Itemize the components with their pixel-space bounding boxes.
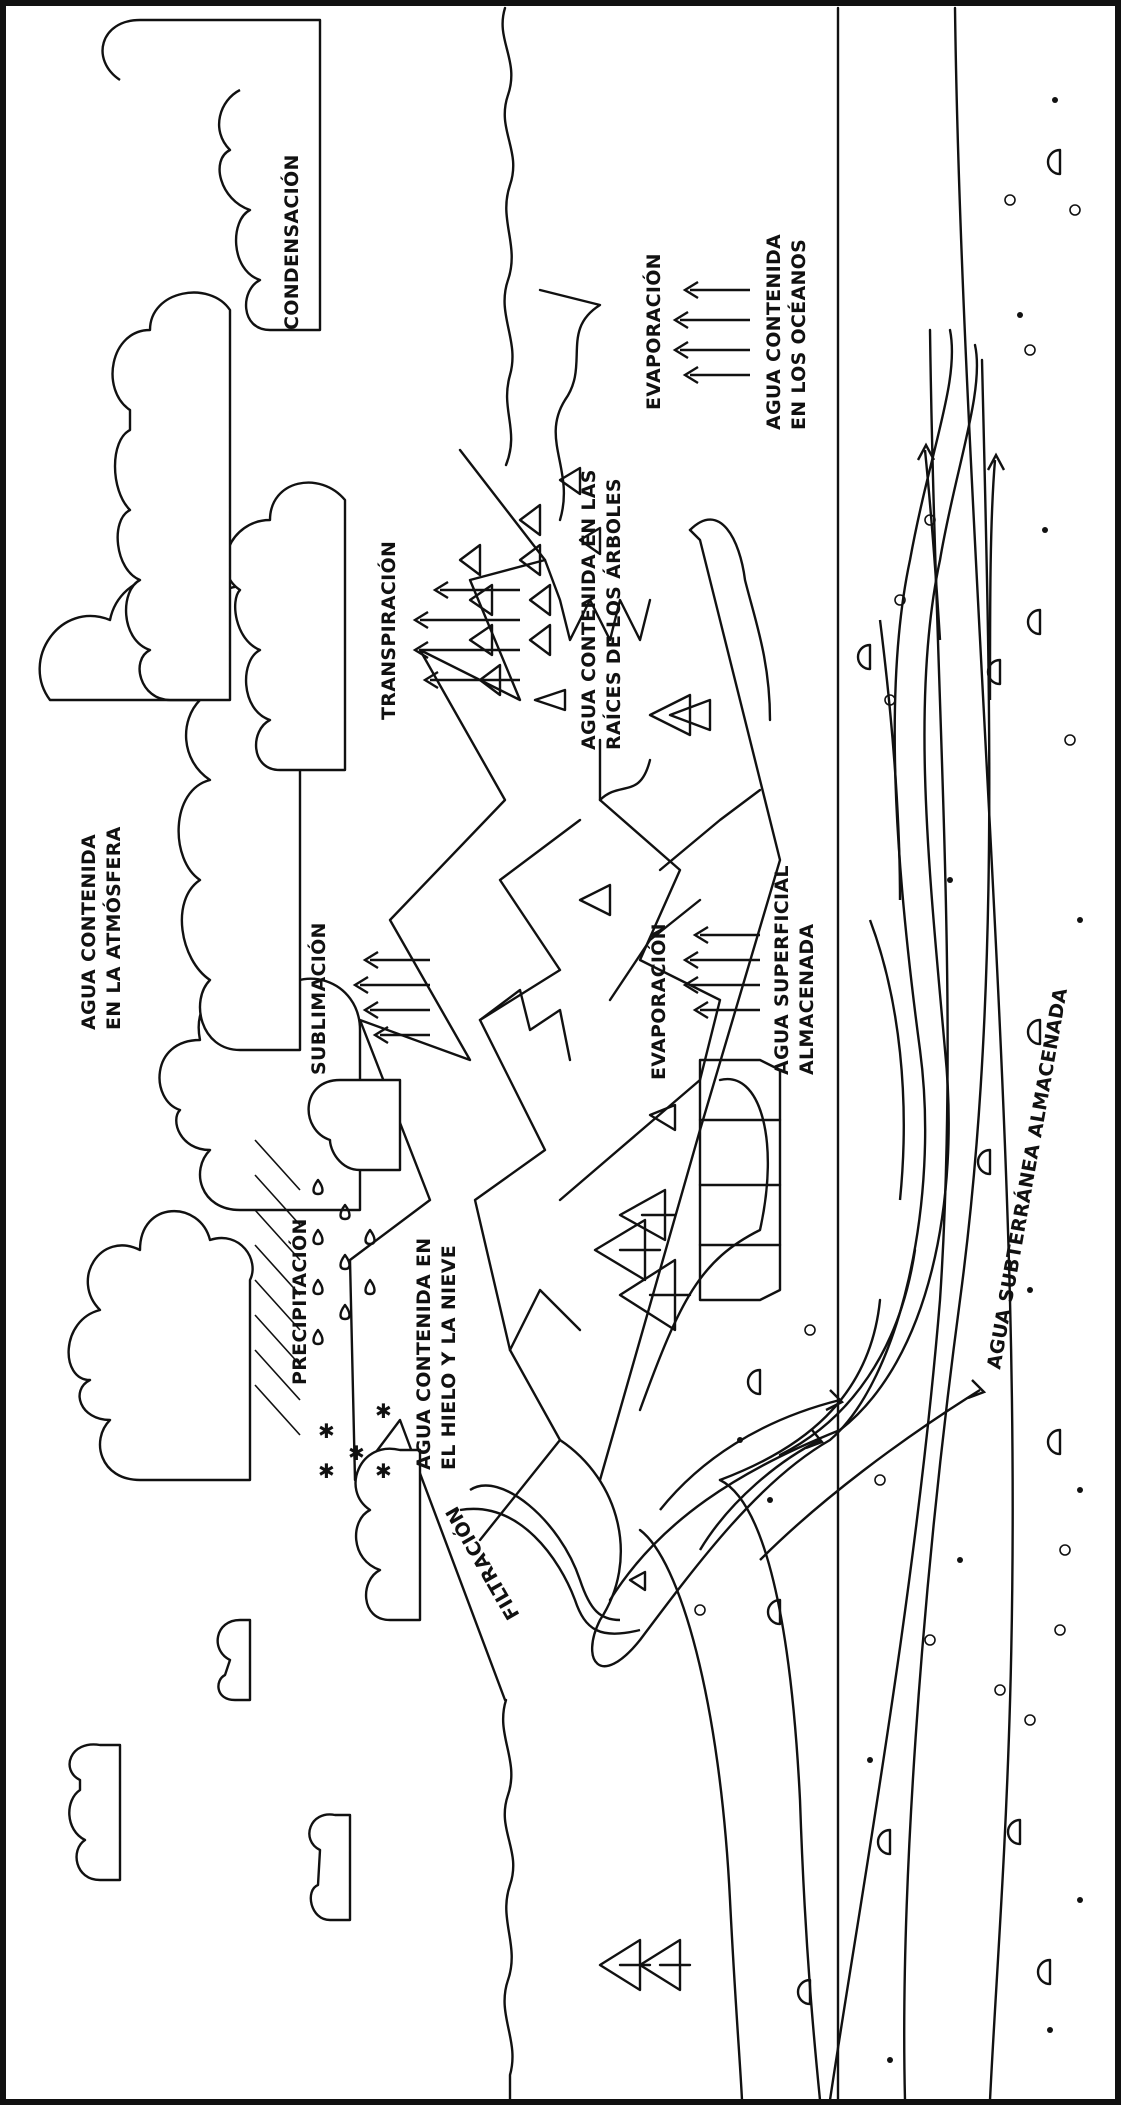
ocean-evaporation-arrows (672, 280, 750, 385)
label-evaporacion-superficial: EVAPORACIÓN (646, 923, 670, 1080)
rain-lines (254, 1139, 301, 1436)
svg-text:✱: ✱ (375, 1399, 392, 1423)
label-agua-superficial-line1: AGUA SUPERFICIAL (771, 865, 793, 1075)
label-agua-superficial-line2: ALMACENADA (796, 924, 818, 1075)
label-agua-hielo-line1: AGUA CONTENIDA EN (413, 1238, 435, 1470)
label-agua-arboles-line2: RAÍCES DE LOS ÁRBOLES (602, 478, 625, 750)
soil-texture (694, 97, 1083, 2063)
raindrops (312, 1178, 376, 1346)
label-agua-oceanos-line2: EN LOS OCÉANOS (787, 239, 810, 430)
reservoir (608, 788, 782, 1302)
snowflakes: ✱ ✱ ✱ ✱ ✱ (318, 1399, 392, 1483)
surface-evaporation-arrows (682, 925, 760, 1020)
svg-text:✱: ✱ (348, 1441, 365, 1465)
rivers (558, 328, 979, 1668)
filtration-flow (459, 1484, 641, 1635)
wavy-horizon (501, 6, 515, 2102)
clouds (38, 18, 422, 1922)
label-transpiracion: TRANSPIRACIÓN (376, 541, 400, 720)
svg-text:✱: ✱ (375, 1459, 392, 1483)
label-agua-hielo-line2: EL HIELO Y LA NIEVE (438, 1245, 460, 1470)
label-sublimacion: SUBLIMACIÓN (306, 922, 330, 1075)
svg-text:✱: ✱ (318, 1419, 335, 1443)
label-agua-atmosfera-line1: AGUA CONTENIDA (78, 834, 100, 1030)
sublimation-arrows (352, 950, 430, 1045)
label-evaporacion-oceano: EVAPORACIÓN (641, 253, 665, 410)
label-precipitacion: PRECIPITACIÓN (287, 1218, 311, 1385)
groundwater-arrows (659, 442, 1006, 1561)
transpiration-arrows (412, 580, 520, 690)
forest (458, 466, 602, 697)
label-agua-oceanos-line1: AGUA CONTENIDA (763, 234, 785, 430)
label-agua-arboles-line1: AGUA CONTENIDA EN LAS (578, 469, 600, 750)
label-condensacion: CONDENSACIÓN (279, 154, 303, 330)
label-agua-atmosfera-line2: EN LA ATMÓSFERA (101, 826, 125, 1030)
trees (533, 688, 712, 1992)
svg-text:✱: ✱ (318, 1459, 335, 1483)
